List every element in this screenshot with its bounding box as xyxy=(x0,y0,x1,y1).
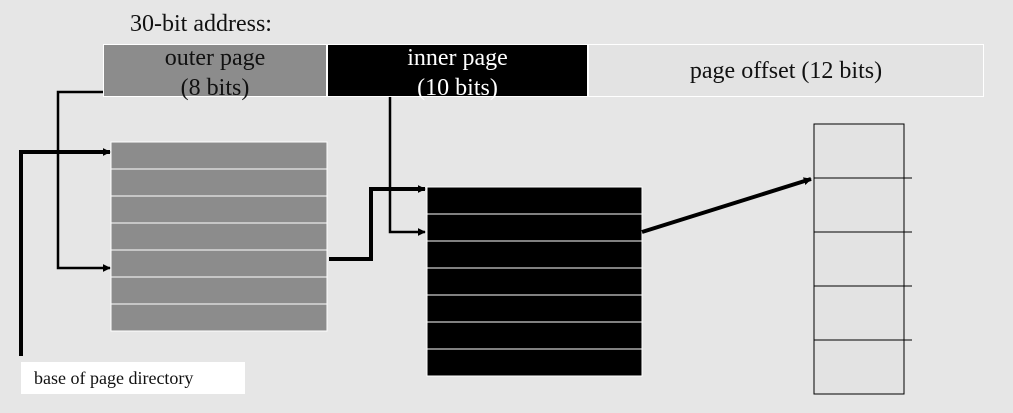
page-directory-entry xyxy=(110,141,328,170)
address-title: 30-bit address: xyxy=(130,11,272,37)
page-offset-label: page offset (12 bits) xyxy=(689,57,883,84)
inner-index-arrow xyxy=(388,97,426,236)
inner-page-label: inner page xyxy=(407,44,508,71)
outer-page-bits: (8 bits) xyxy=(180,74,250,101)
page-table-entry xyxy=(426,348,643,377)
page-frame-entry xyxy=(813,123,905,179)
page-frame-entry xyxy=(813,285,905,341)
page-frame-entry xyxy=(813,231,905,287)
page-table-entry xyxy=(426,267,643,296)
outer-index-arrow xyxy=(56,90,111,272)
page-directory-entry xyxy=(110,276,328,305)
directory-to-pagetable-arrow xyxy=(329,185,426,261)
page-directory-entry xyxy=(110,222,328,251)
page-directory-entry xyxy=(110,249,328,278)
page-frame xyxy=(813,123,912,395)
pagetable-to-frame-arrow xyxy=(641,177,812,234)
outer-page-field: outer page (8 bits) xyxy=(103,44,327,101)
page-directory-entry xyxy=(110,168,328,197)
page-table xyxy=(426,186,643,377)
page-table-entry xyxy=(426,186,643,215)
inner-page-field: inner page (10 bits) xyxy=(327,44,588,101)
page-table-entry xyxy=(426,321,643,350)
base-pointer-arrow xyxy=(19,148,111,356)
page-directory-entry xyxy=(110,195,328,224)
page-table-entry xyxy=(426,213,643,242)
inner-page-bits: (10 bits) xyxy=(417,74,498,101)
outer-page-label: outer page xyxy=(164,44,266,71)
page-directory-table xyxy=(110,141,328,332)
page-offset-field: page offset (12 bits) xyxy=(588,44,984,97)
page-table-entry xyxy=(426,294,643,323)
page-table-entry xyxy=(426,240,643,269)
page-frame-entry xyxy=(813,339,905,395)
page-directory-entry xyxy=(110,303,328,332)
page-frame-entry xyxy=(813,177,905,233)
base-of-page-directory-label: base of page directory xyxy=(21,362,245,394)
